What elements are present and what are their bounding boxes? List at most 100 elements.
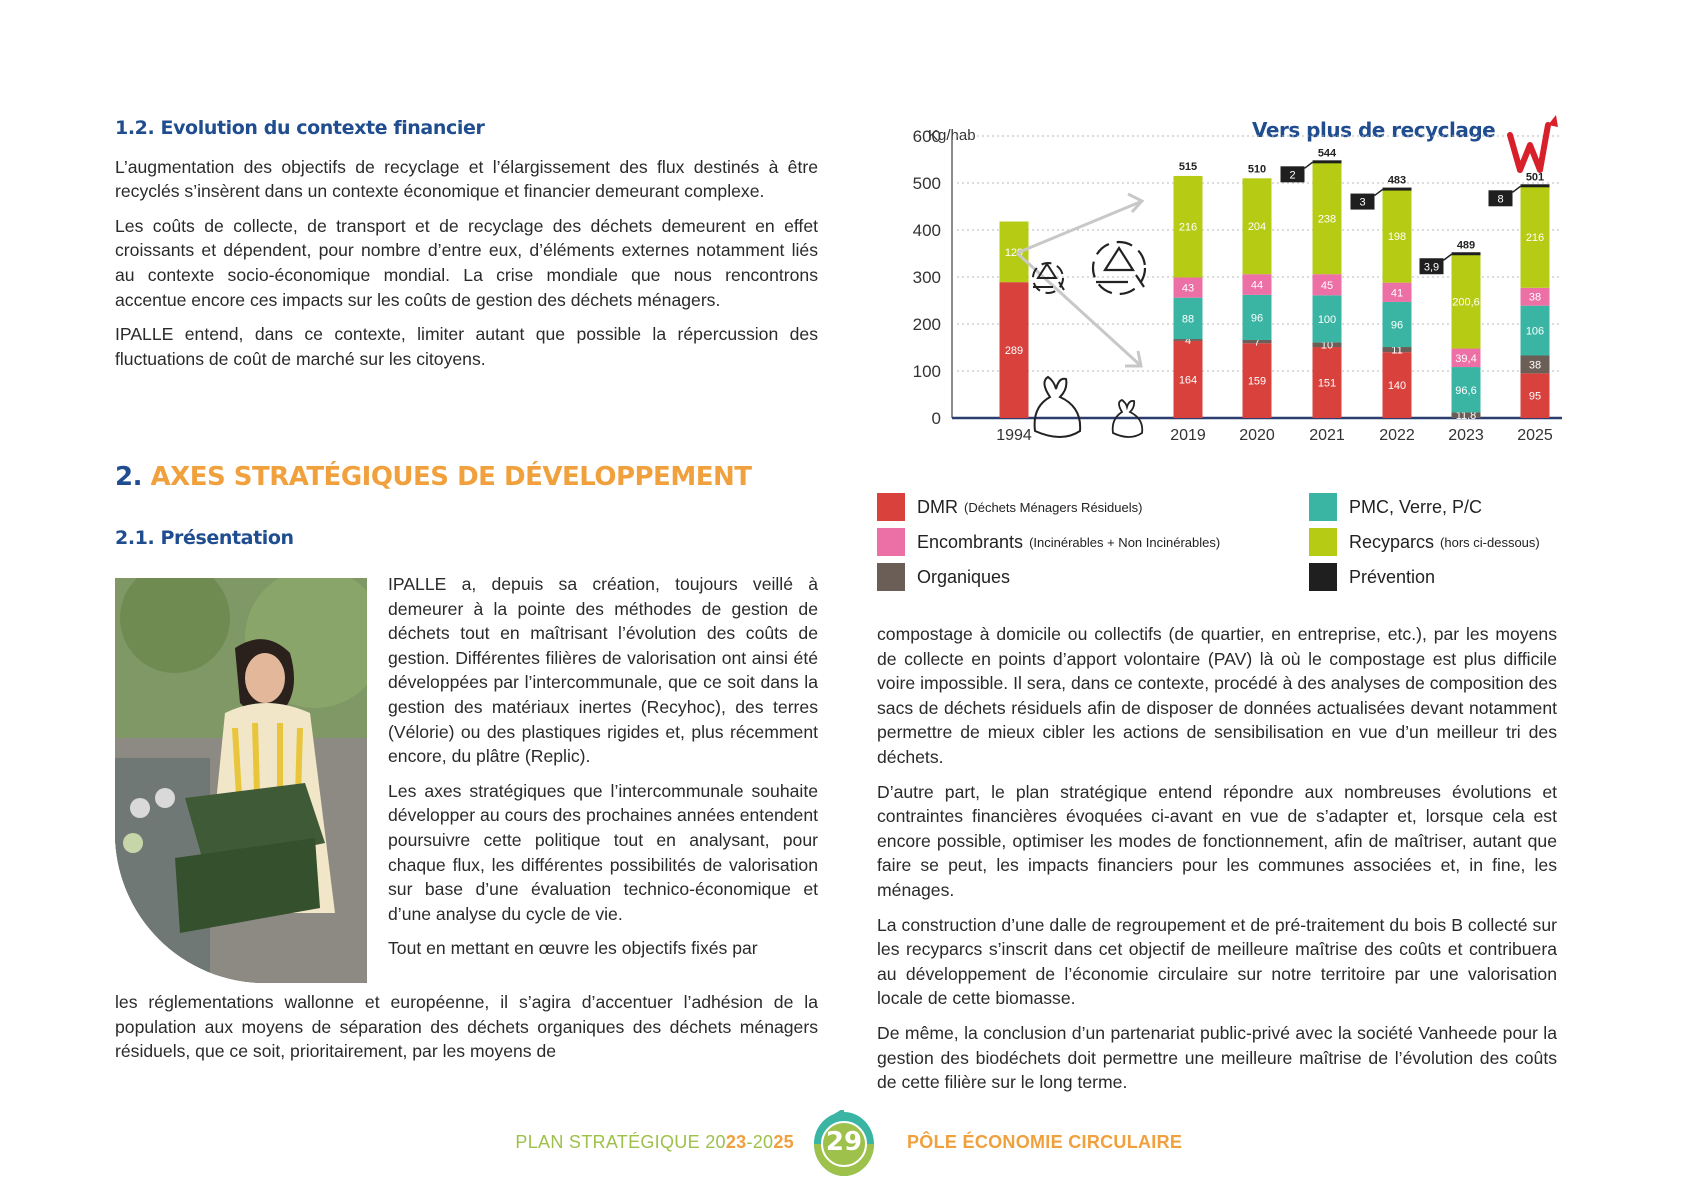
bar-segment-organiques — [1312, 342, 1342, 348]
prevention-leader — [1443, 253, 1452, 261]
bar-value-label: 204 — [1248, 221, 1266, 233]
bar-value-label: 11 — [1391, 345, 1402, 357]
y-tick-label: 500 — [913, 174, 941, 193]
section-2-title: 2. AXES STRATÉGIQUES DE DÉVELOPPEMENT — [115, 462, 752, 492]
bar-value-label: 198 — [1388, 231, 1406, 243]
paragraph: De même, la conclusion d’un partenariat … — [877, 1022, 1557, 1093]
bar-segment-dmr — [1242, 343, 1272, 418]
recycle-icon — [1032, 262, 1065, 294]
x-tick-label: 2023 — [1448, 427, 1484, 444]
bar-segment-recyparcs — [1382, 189, 1412, 283]
legend-label: Recyparcs — [1349, 531, 1435, 552]
legend-swatch — [1309, 528, 1337, 556]
legend-note: (Incinérables + Non Incinérables) — [1029, 534, 1221, 550]
x-tick-label: 1994 — [996, 427, 1032, 444]
section-title: 1.2. Evolution du contexte financier — [115, 117, 485, 139]
bar-value-label: 96,6 — [1455, 385, 1476, 397]
y-tick-label: 400 — [913, 221, 941, 240]
bar-value-label: 41 — [1391, 287, 1403, 299]
bar-segment-recyparcs — [1312, 162, 1342, 275]
legend-swatch — [1309, 563, 1337, 591]
bar-segment-encombrants — [1312, 274, 1342, 296]
bar-segment-pmc-verre-p-c — [1382, 301, 1412, 348]
bar-segment-encombrants — [1382, 282, 1412, 302]
bar-value-label: 140 — [1388, 380, 1406, 392]
y-tick-label: 0 — [932, 409, 941, 428]
footer-text: -20 — [746, 1132, 774, 1152]
bar-value-label: 7 — [1254, 337, 1260, 349]
legend-note: (Déchets Ménagers Résiduels) — [964, 499, 1143, 515]
legend-item-organiques: Organiques — [877, 563, 1010, 591]
x-tick-label: 2020 — [1239, 427, 1275, 444]
legend-swatch — [1309, 493, 1337, 521]
bar-segment-dmr — [1382, 352, 1412, 418]
bar-value-label: 238 — [1318, 213, 1336, 225]
prevention-leader — [1304, 161, 1313, 169]
bar-segment-organiques — [1242, 339, 1272, 344]
bar-segment-encombrants — [1451, 348, 1481, 368]
footer-plan-title: PLAN STRATÉGIQUE 2023-2025 — [515, 1132, 794, 1153]
legend-swatch — [877, 563, 905, 591]
photo-illustration — [115, 578, 367, 983]
bar-value-label: 39,4 — [1455, 353, 1476, 365]
chart-title: Vers plus de recyclage — [1252, 118, 1495, 142]
chart-legend: DMR(Déchets Ménagers Résiduels) PMC, Ver… — [877, 493, 1597, 603]
legend-swatch — [877, 493, 905, 521]
bar-total-label: 489 — [1457, 239, 1475, 251]
paragraph: Tout en mettant en œuvre les objectifs f… — [388, 938, 758, 959]
bar-value-label: 11,8 — [1456, 410, 1477, 422]
bar-segment-pmc-verre-p-c — [1451, 367, 1481, 413]
bar-value-label: 216 — [1526, 232, 1544, 244]
footer-text-accent: 23 — [725, 1132, 747, 1152]
section-number: 2. — [115, 462, 142, 492]
legend-note: (hors ci-dessous) — [1440, 534, 1540, 550]
bar-total-label: 515 — [1179, 161, 1197, 173]
bar-total-label: 544 — [1318, 147, 1337, 159]
legend-item-dmr: DMR(Déchets Ménagers Résiduels) — [877, 493, 1142, 521]
page-badge-icon — [814, 1110, 874, 1176]
prevention-leader — [1512, 185, 1521, 193]
y-axis-unit: Kg/hab — [928, 127, 976, 144]
paragraph: les réglementations wallonne et européen… — [115, 992, 818, 1062]
bar-value-label: 10 — [1321, 340, 1333, 352]
bar-segment-prevention — [1312, 160, 1342, 164]
legend-item-prevention: Prévention — [1309, 563, 1435, 591]
x-tick-label: 2021 — [1309, 427, 1345, 444]
y-tick-label: 100 — [913, 362, 941, 381]
presentation-continued: les réglementations wallonne et européen… — [115, 990, 818, 1074]
legend-label: Organiques — [917, 566, 1011, 587]
bar-segment-prevention — [1520, 184, 1550, 188]
section-heading: AXES STRATÉGIQUES DE DÉVELOPPEMENT — [150, 462, 752, 492]
paragraph: La construction d’une dalle de regroupem… — [877, 914, 1557, 1009]
bar-value-label: 4 — [1185, 335, 1191, 347]
bar-segment-encombrants — [1520, 287, 1550, 306]
footer-pole-title: PÔLE ÉCONOMIE CIRCULAIRE — [907, 1132, 1183, 1152]
right-column-text: compostage à domicile ou collectifs (de … — [877, 622, 1557, 1105]
paragraph: L’augmentation des objectifs de recyclag… — [115, 156, 818, 202]
prevention-callout — [1488, 190, 1513, 207]
bar-value-label: 106 — [1526, 326, 1544, 338]
y-tick-label: 300 — [913, 268, 941, 287]
arrow-icon — [1015, 192, 1145, 368]
bar-segment-organiques — [1382, 347, 1412, 353]
bar-value-label: 95 — [1529, 391, 1541, 403]
paragraph: Les axes stratégiques que l’intercommuna… — [388, 780, 818, 924]
footer-text-accent: 25 — [773, 1132, 794, 1152]
photo-woman-bin — [115, 578, 367, 983]
bar-value-label: 96 — [1391, 319, 1403, 331]
bar-total-label: 483 — [1388, 175, 1406, 187]
bar-value-label: 43 — [1182, 283, 1194, 295]
bar-segment-recyparcs — [1242, 178, 1272, 275]
bar-segment-organiques — [1451, 412, 1481, 418]
bar-segment-pmc-verre-p-c — [1242, 294, 1272, 340]
prevention-value-label: 8 — [1497, 193, 1503, 205]
bar-segment-recyparcs — [1451, 254, 1481, 349]
prevention-value-label: 2 — [1289, 169, 1295, 181]
bar-value-label: 129 — [1005, 247, 1023, 259]
chart-svg: Vers plus de recyclage Kg/hab 0100200300… — [913, 115, 1562, 444]
logo-w-arrow-icon — [1507, 115, 1558, 173]
bar-value-label: 88 — [1182, 313, 1194, 325]
recycle-icon — [1091, 240, 1147, 296]
bar-value-label: 45 — [1321, 280, 1333, 292]
legend-item-pmc: PMC, Verre, P/C — [1309, 493, 1482, 521]
